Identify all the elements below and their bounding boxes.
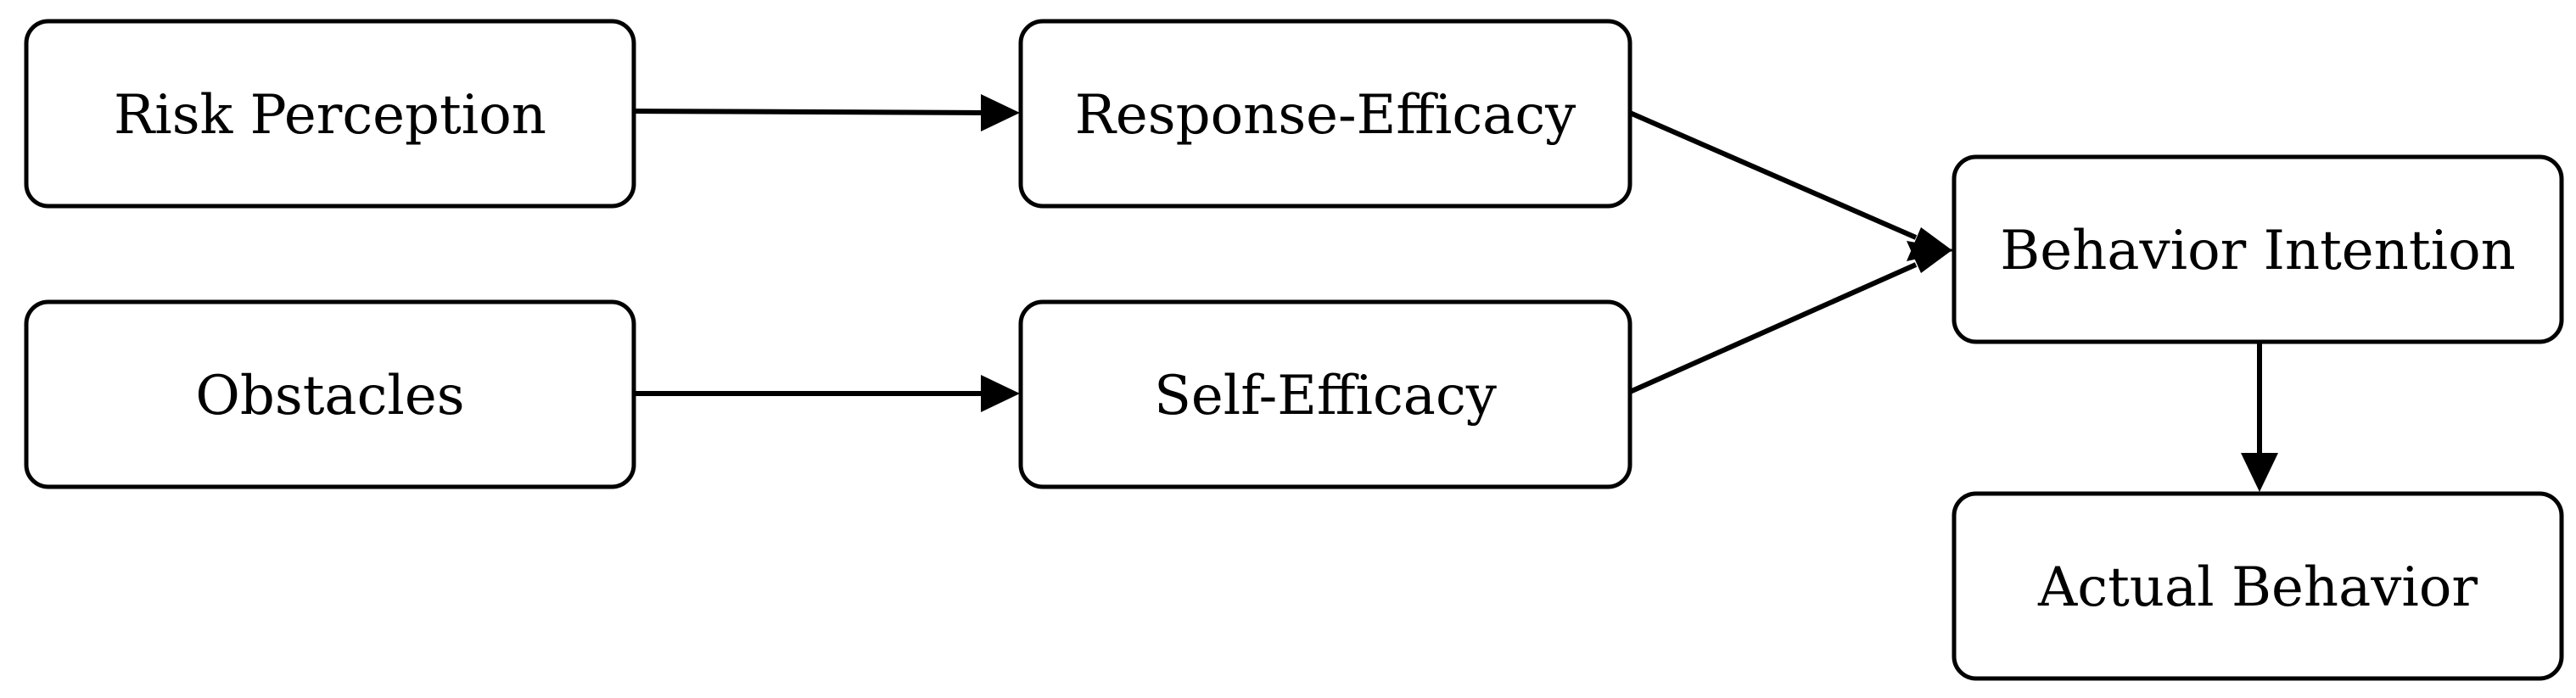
edges: [634, 94, 2278, 492]
node-label-actual-behavior: Actual Behavior: [2037, 556, 2478, 619]
edge-behavior-intention-to-actual-behavior: [2241, 342, 2278, 492]
node-label-self-efficacy: Self-Efficacy: [1154, 365, 1497, 427]
node-label-risk-perception: Risk Perception: [114, 84, 546, 147]
node-actual-behavior: Actual Behavior: [1952, 491, 2564, 681]
node-obstacles: Obstacles: [24, 299, 636, 489]
node-self-efficacy: Self-Efficacy: [1018, 299, 1632, 489]
edge-self-efficacy-to-behavior-intention: [1628, 241, 1953, 394]
edge-response-efficacy-to-behavior-intention: [1628, 110, 1953, 261]
node-response-efficacy: Response-Efficacy: [1018, 19, 1632, 209]
edge-obstacles-to-self-efficacy: [635, 375, 1020, 412]
edge-risk-perception-to-response-efficacy: [634, 94, 1020, 131]
node-risk-perception: Risk Perception: [24, 19, 636, 209]
node-label-obstacles: Obstacles: [195, 365, 464, 427]
node-label-response-efficacy: Response-Efficacy: [1075, 84, 1576, 147]
node-label-behavior-intention: Behavior Intention: [2000, 220, 2516, 282]
node-behavior-intention: Behavior Intention: [1952, 154, 2564, 344]
